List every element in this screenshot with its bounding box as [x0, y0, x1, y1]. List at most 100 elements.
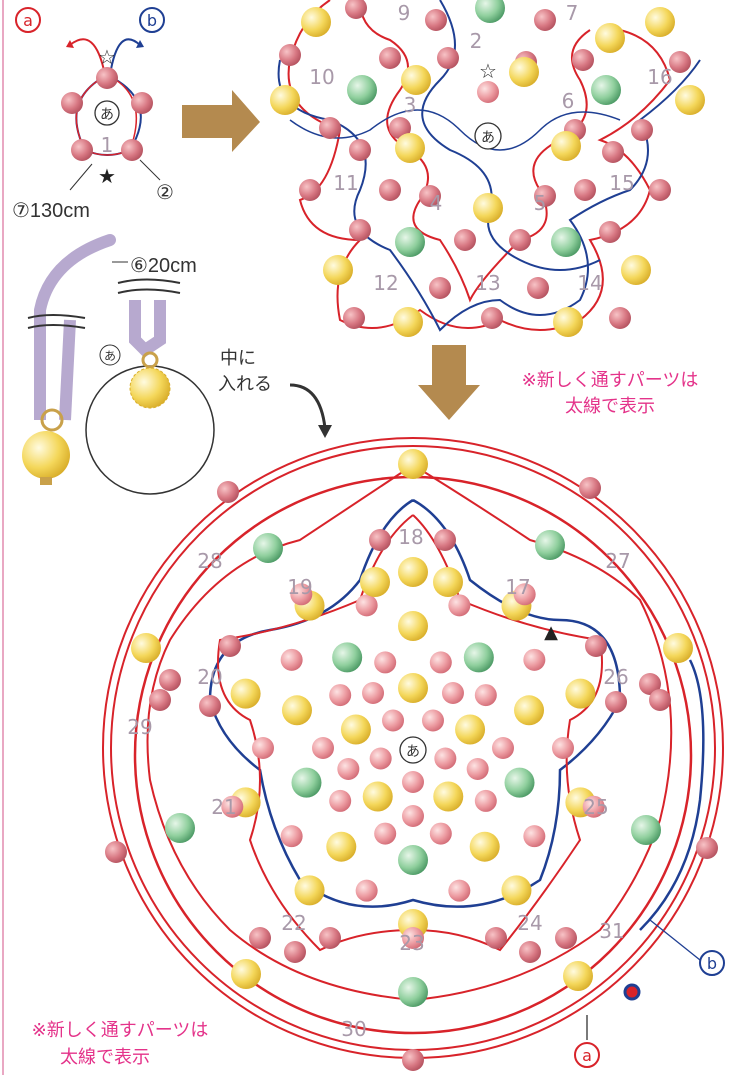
bead-number: 2	[470, 29, 483, 53]
bead	[591, 75, 621, 105]
bead	[355, 879, 378, 902]
label-a: a	[23, 11, 33, 30]
ribbon	[34, 234, 116, 316]
bead	[319, 927, 341, 949]
ribbon	[129, 300, 166, 358]
insert-text-2: 入れる	[218, 374, 272, 394]
bead	[230, 678, 261, 709]
thread-b-path	[421, 0, 601, 271]
bead	[291, 767, 322, 798]
center-marker	[474, 122, 502, 150]
bead	[347, 75, 377, 105]
bead-number: 29	[127, 715, 152, 739]
bead	[343, 307, 365, 329]
center-label: あ	[104, 349, 116, 363]
bead	[696, 837, 718, 859]
label-b: b	[147, 11, 157, 30]
center-label: あ	[406, 744, 420, 760]
bead-number: 31	[599, 919, 624, 943]
bead	[369, 529, 391, 551]
bead	[501, 875, 532, 906]
step4-beads	[105, 449, 718, 1071]
bead	[389, 117, 411, 139]
bead	[280, 825, 303, 848]
bead	[448, 594, 471, 617]
step2-diagram: ⑥20cm あ 中に 入れる	[22, 234, 332, 495]
bead	[419, 185, 441, 207]
bead	[534, 9, 556, 31]
bead	[280, 648, 303, 671]
right-arrow-icon	[182, 90, 260, 152]
bead	[382, 709, 405, 732]
bead	[639, 673, 661, 695]
bead-number: 13	[475, 271, 500, 295]
bead-number: 23	[399, 931, 424, 955]
bead	[398, 845, 428, 875]
bead	[434, 529, 456, 551]
bead-number: 17	[505, 575, 530, 599]
bead	[473, 193, 503, 223]
bead	[595, 23, 625, 53]
arrow-down-icon	[318, 425, 332, 438]
bead-number: 3	[404, 93, 417, 117]
bead	[574, 179, 596, 201]
bead	[252, 737, 274, 759]
star-open-icon: ☆	[98, 45, 116, 69]
bead	[519, 941, 541, 963]
bead	[355, 594, 378, 617]
bead	[402, 1049, 424, 1071]
bead-number: 26	[603, 665, 628, 689]
bead-number: 18	[398, 525, 423, 549]
bead-number: 1	[101, 133, 114, 157]
bead	[398, 673, 428, 703]
bead	[159, 669, 181, 691]
bead	[509, 57, 539, 87]
bead	[534, 185, 556, 207]
bead	[402, 805, 424, 827]
bead	[513, 583, 536, 606]
bead	[360, 567, 390, 597]
bead	[605, 691, 627, 713]
bead	[329, 789, 352, 812]
bead	[441, 681, 464, 704]
ribbon	[59, 319, 76, 421]
bead-number: 27	[605, 549, 630, 573]
bead	[281, 695, 312, 726]
bead	[609, 307, 631, 329]
thread-a-end	[69, 38, 106, 76]
bead-ref-label: ②	[156, 182, 174, 204]
bead	[165, 813, 195, 843]
bead	[349, 219, 371, 241]
thread-length-label: ⑦130cm	[12, 200, 90, 222]
step3-beads	[270, 0, 705, 337]
bead	[582, 795, 605, 818]
step1-diagram: a b ☆ あ 1 ★ ⑦130cm ②	[12, 7, 174, 222]
triangle-icon: ▲	[544, 622, 558, 643]
bead	[565, 678, 596, 709]
bead	[362, 781, 393, 812]
bead	[466, 758, 489, 781]
note-line-2: 太線で表示	[60, 1047, 150, 1068]
bead	[379, 47, 401, 69]
bead	[599, 221, 621, 243]
note-line-1: ※新しく通すパーツは	[32, 1020, 209, 1041]
bead	[429, 822, 452, 845]
bead-number: 4	[430, 191, 443, 215]
bead	[602, 141, 624, 163]
center-marker	[99, 344, 121, 366]
bead	[362, 681, 385, 704]
bead	[319, 117, 341, 139]
label-a-circle	[574, 1042, 600, 1068]
bead	[301, 7, 331, 37]
bead-number: 9	[398, 1, 411, 25]
bead	[474, 684, 497, 707]
bead	[131, 92, 153, 114]
cut-mark	[117, 278, 181, 284]
bead	[553, 307, 583, 337]
bead	[231, 959, 261, 989]
knot-marker	[623, 983, 641, 1001]
bead	[369, 747, 392, 770]
bead	[105, 841, 127, 863]
